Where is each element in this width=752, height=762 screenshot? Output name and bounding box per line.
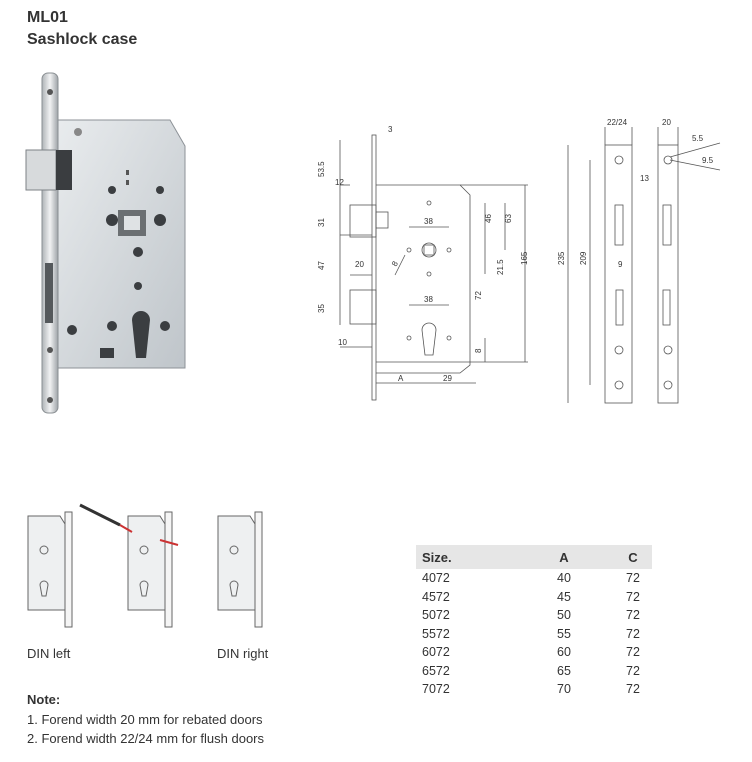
din-right-label: DIN right xyxy=(217,646,269,661)
dim-9: 9 xyxy=(618,260,623,269)
product-code: ML01 xyxy=(27,9,68,26)
product-name: Sashlock case xyxy=(27,31,138,48)
lock-photo xyxy=(25,72,186,414)
dim-47: 47 xyxy=(317,261,326,270)
cell-c: 72 xyxy=(626,626,640,641)
dim-63: 63 xyxy=(504,214,513,223)
column-header-a: A xyxy=(514,545,614,569)
dim-29: 29 xyxy=(443,374,452,383)
din-left-label: DIN left xyxy=(27,646,71,661)
cell-c: 72 xyxy=(626,571,640,586)
din-illustrations xyxy=(27,503,263,628)
technical-drawing: 3 53.5 12 31 47 20 35 10 38 38 46 63 21.… xyxy=(317,118,721,404)
cell-a: 40 xyxy=(557,571,571,586)
dimension-labels: 3 53.5 12 31 47 20 35 10 38 38 46 63 21.… xyxy=(317,118,714,383)
dim-53-5: 53.5 xyxy=(317,161,326,177)
table-header-row: Size. A C xyxy=(416,545,652,569)
cell-c: 72 xyxy=(626,645,640,660)
front-view xyxy=(339,134,528,401)
din-right-lock xyxy=(217,511,263,628)
side-views xyxy=(567,127,721,404)
cell-c: 72 xyxy=(626,663,640,678)
cell-size: 6572 xyxy=(422,663,450,678)
dim-38a: 38 xyxy=(424,217,433,226)
din-left-lock xyxy=(27,511,73,628)
dim-10: 10 xyxy=(338,338,347,347)
dim-20: 20 xyxy=(355,260,364,269)
dim-12: 12 xyxy=(335,178,344,187)
cell-c: 72 xyxy=(626,589,640,604)
dim-46: 46 xyxy=(484,214,493,223)
note-item: 2. Forend width 22/24 mm for flush doors xyxy=(27,731,265,746)
dim-209: 209 xyxy=(579,251,588,265)
dim-20b: 20 xyxy=(662,118,671,127)
dim-165: 165 xyxy=(520,251,529,265)
note-item: 1. Forend width 20 mm for rebated doors xyxy=(27,712,263,727)
dim-a: A xyxy=(398,374,404,383)
cell-a: 45 xyxy=(557,589,571,604)
cell-c: 72 xyxy=(626,608,640,623)
cell-c: 72 xyxy=(626,682,640,697)
dim-38b: 38 xyxy=(424,295,433,304)
cell-size: 6072 xyxy=(422,645,450,660)
dim-21-5: 21.5 xyxy=(496,259,505,275)
cell-a: 70 xyxy=(557,682,571,697)
dim-5-5: 5.5 xyxy=(692,134,704,143)
column-header-size: Size. xyxy=(416,545,514,569)
cell-size: 5572 xyxy=(422,626,450,641)
dim-235: 235 xyxy=(557,251,566,265)
cell-size: 4572 xyxy=(422,589,450,604)
dim-3: 3 xyxy=(388,125,393,134)
column-header-c: C xyxy=(614,545,652,569)
dim-22-24: 22/24 xyxy=(607,118,628,127)
dim-8a: 8 xyxy=(390,259,400,268)
cell-size: 4072 xyxy=(422,571,450,586)
cell-a: 65 xyxy=(557,663,571,678)
dim-35: 35 xyxy=(317,304,326,313)
cell-size: 5072 xyxy=(422,608,450,623)
dim-8b: 8 xyxy=(474,348,483,353)
din-switch-lock xyxy=(79,503,179,628)
dim-9-5: 9.5 xyxy=(702,156,714,165)
cell-a: 50 xyxy=(557,608,571,623)
cell-a: 55 xyxy=(557,626,571,641)
note-heading: Note: xyxy=(27,692,61,707)
dim-31: 31 xyxy=(317,218,326,227)
dim-13: 13 xyxy=(640,174,649,183)
dim-72: 72 xyxy=(474,291,483,300)
cell-a: 60 xyxy=(557,645,571,660)
cell-size: 7072 xyxy=(422,682,450,697)
